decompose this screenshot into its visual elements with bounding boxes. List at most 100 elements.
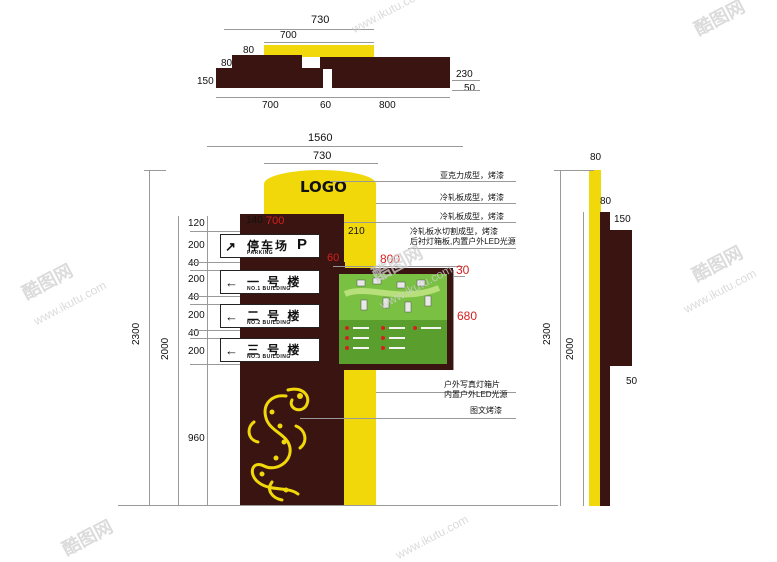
dim-line-700 bbox=[264, 42, 374, 43]
sign-building-3-zh: 三 号 楼 bbox=[247, 343, 302, 357]
sign-building-2-en: NO.2 BUILDING bbox=[247, 320, 291, 326]
sign-building-3-en: NO.3 BUILDING bbox=[247, 354, 291, 360]
top-yellow-panel bbox=[264, 45, 374, 57]
site-map-illustration bbox=[339, 274, 447, 364]
dim-tick bbox=[190, 270, 240, 271]
dim-80-b: 80 bbox=[221, 58, 233, 69]
top-brown-piece-1 bbox=[232, 55, 302, 69]
dim-line-730 bbox=[264, 163, 378, 164]
dim-2000-side: 2000 bbox=[565, 337, 576, 360]
note-cold-rolled-2: 冷轧板成型，烤漆 bbox=[440, 212, 504, 221]
dim-tick bbox=[190, 296, 240, 297]
dim-150: 150 bbox=[197, 76, 214, 87]
top-brown-right bbox=[332, 68, 450, 88]
side-brown-board bbox=[600, 212, 610, 506]
dim-tick bbox=[190, 262, 240, 263]
callout-line bbox=[330, 181, 516, 182]
dim-60-red: 60 bbox=[327, 252, 340, 264]
sign-building-1: ← 一 号 楼 NO.1 BUILDING bbox=[220, 270, 320, 294]
dim-200-c: 200 bbox=[188, 310, 205, 321]
dim-960: 960 bbox=[188, 433, 205, 444]
side-brown-signs bbox=[610, 230, 632, 366]
arrow-left-icon: ← bbox=[225, 343, 238, 358]
callout-line bbox=[408, 248, 516, 249]
dim-tick bbox=[190, 231, 240, 232]
sign-building-1-zh: 一 号 楼 bbox=[247, 275, 302, 289]
sign-parking: ↗ 停车场 P PARKING bbox=[220, 234, 320, 258]
dim-tick bbox=[554, 170, 594, 171]
dim-40-c: 40 bbox=[188, 328, 200, 339]
parking-p: P bbox=[297, 236, 308, 253]
dim-680-red: 680 bbox=[457, 309, 478, 323]
dim-tick bbox=[190, 338, 240, 339]
dim-tick bbox=[144, 170, 166, 171]
dim-800-red: 800 bbox=[380, 252, 401, 266]
note-acrylic: 亚克力成型，烤漆 bbox=[440, 171, 504, 180]
logo-text: LOGO bbox=[300, 178, 347, 196]
dim-line-left bbox=[207, 216, 208, 506]
callout-line bbox=[300, 418, 516, 419]
sign-parking-zh: 停车场 bbox=[247, 239, 290, 253]
dim-2300-side: 2300 bbox=[542, 322, 553, 345]
note-graphic-paint: 图文烤漆 bbox=[470, 406, 502, 415]
note-cold-rolled-1: 冷轧板成型，烤漆 bbox=[440, 193, 504, 202]
dim-210: 210 bbox=[348, 226, 365, 237]
arrow-left-icon: ← bbox=[225, 309, 238, 324]
dim-80-top: 80 bbox=[590, 152, 602, 163]
dim-60: 60 bbox=[320, 100, 332, 111]
dim-1560: 1560 bbox=[308, 132, 333, 144]
dim-tick bbox=[190, 330, 240, 331]
watermark-brand: 酷图网 bbox=[58, 516, 117, 561]
sign-building-2-zh: 二 号 楼 bbox=[247, 309, 302, 323]
watermark-url: www.ikutu.com bbox=[393, 512, 471, 562]
dim-730-front: 730 bbox=[313, 150, 332, 162]
dim-200-b: 200 bbox=[188, 274, 205, 285]
dim-150-side: 150 bbox=[614, 214, 631, 225]
note-lightbox-film: 户外写真灯箱片 bbox=[444, 380, 500, 389]
dim-140: 140 bbox=[246, 215, 263, 226]
note-led-source: 内置户外LED光源 bbox=[444, 390, 508, 399]
watermark-url: www.ikutu.com bbox=[349, 0, 427, 36]
top-brown-back bbox=[320, 57, 450, 69]
dim-230: 230 bbox=[456, 69, 473, 80]
dim-line-2300-side bbox=[560, 170, 561, 506]
dim-800: 800 bbox=[379, 100, 396, 111]
dim-tick bbox=[452, 90, 480, 91]
dim-30-red: 30 bbox=[456, 263, 470, 277]
dim-80-mid: 80 bbox=[600, 196, 612, 207]
dim-line-2000 bbox=[178, 216, 179, 506]
dim-40-b: 40 bbox=[188, 292, 200, 303]
lightbox-map bbox=[339, 274, 447, 364]
sign-building-3: ← 三 号 楼 NO.3 BUILDING bbox=[220, 338, 320, 362]
arrow-left-icon: ← bbox=[225, 275, 238, 290]
callout-line bbox=[376, 392, 516, 393]
dim-50-side: 50 bbox=[626, 376, 638, 387]
dim-730: 730 bbox=[311, 14, 330, 26]
sign-building-2: ← 二 号 楼 NO.2 BUILDING bbox=[220, 304, 320, 328]
dragon-graphic bbox=[247, 387, 310, 502]
side-yellow-column bbox=[589, 170, 601, 506]
callout-line bbox=[376, 203, 516, 204]
dim-tick bbox=[190, 364, 240, 365]
dim-tick bbox=[453, 276, 465, 277]
note-backlit: 后衬灯箱板,内置户外LED光源 bbox=[410, 237, 516, 246]
dim-line-2000-side bbox=[583, 212, 584, 506]
sign-parking-en: PARKING bbox=[247, 250, 274, 256]
dim-line-730 bbox=[224, 29, 374, 30]
dim-40-a: 40 bbox=[188, 258, 200, 269]
dim-200-d: 200 bbox=[188, 346, 205, 357]
dim-2000: 2000 bbox=[160, 337, 171, 360]
sign-building-1-en: NO.1 BUILDING bbox=[247, 286, 291, 292]
dim-line-1560 bbox=[207, 146, 463, 147]
top-brown-left bbox=[216, 68, 323, 88]
dim-tick bbox=[452, 80, 480, 81]
arrow-up-right-icon: ↗ bbox=[225, 239, 236, 254]
ground-line bbox=[118, 505, 558, 506]
dim-line-2300 bbox=[149, 170, 150, 506]
watermark-brand: 酷图网 bbox=[690, 0, 749, 41]
note-waterjet: 冷轧板水切割成型，烤漆 bbox=[410, 227, 498, 236]
dim-700-red: 700 bbox=[266, 215, 285, 227]
dim-line-800 bbox=[333, 266, 463, 267]
dim-80-a: 80 bbox=[243, 45, 255, 56]
dim-2300: 2300 bbox=[131, 322, 142, 345]
